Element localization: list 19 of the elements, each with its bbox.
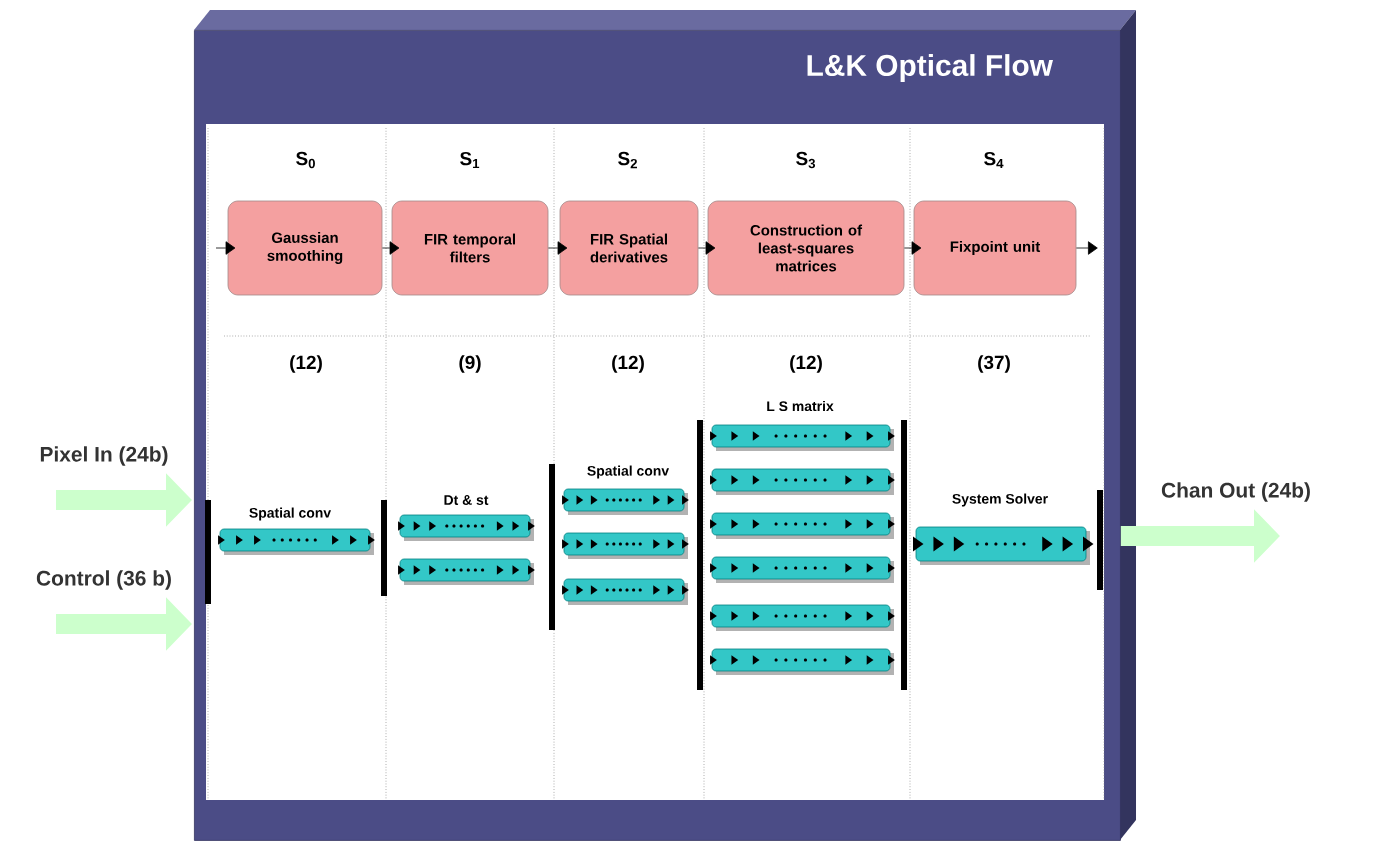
arrow [548, 241, 568, 255]
stage-label: S$_{4}$ [984, 151, 1004, 169]
cycle-count: (12) [290, 355, 322, 373]
arrow [1076, 241, 1098, 255]
stage-label: S$_{2}$ [618, 151, 637, 169]
stage-label: S$_{3}$ [796, 151, 815, 169]
edge-label: Pixel In (24b) [40, 446, 168, 466]
arrow [698, 241, 716, 255]
arrow [382, 241, 400, 255]
stage-label: S$_{0}$ [296, 151, 315, 169]
arrow [904, 241, 922, 255]
edge-label: Control (36 b) [36, 570, 171, 590]
edge-label: Chan Out (24b) [1161, 482, 1310, 502]
cycle-count: (12) [612, 355, 644, 373]
stage-label: S$_{1}$ [460, 151, 480, 169]
arrow [215, 241, 236, 255]
cycle-count: (12) [790, 355, 822, 373]
cycle-count: (37) [978, 355, 1010, 373]
cycle-count: (9) [459, 355, 481, 373]
